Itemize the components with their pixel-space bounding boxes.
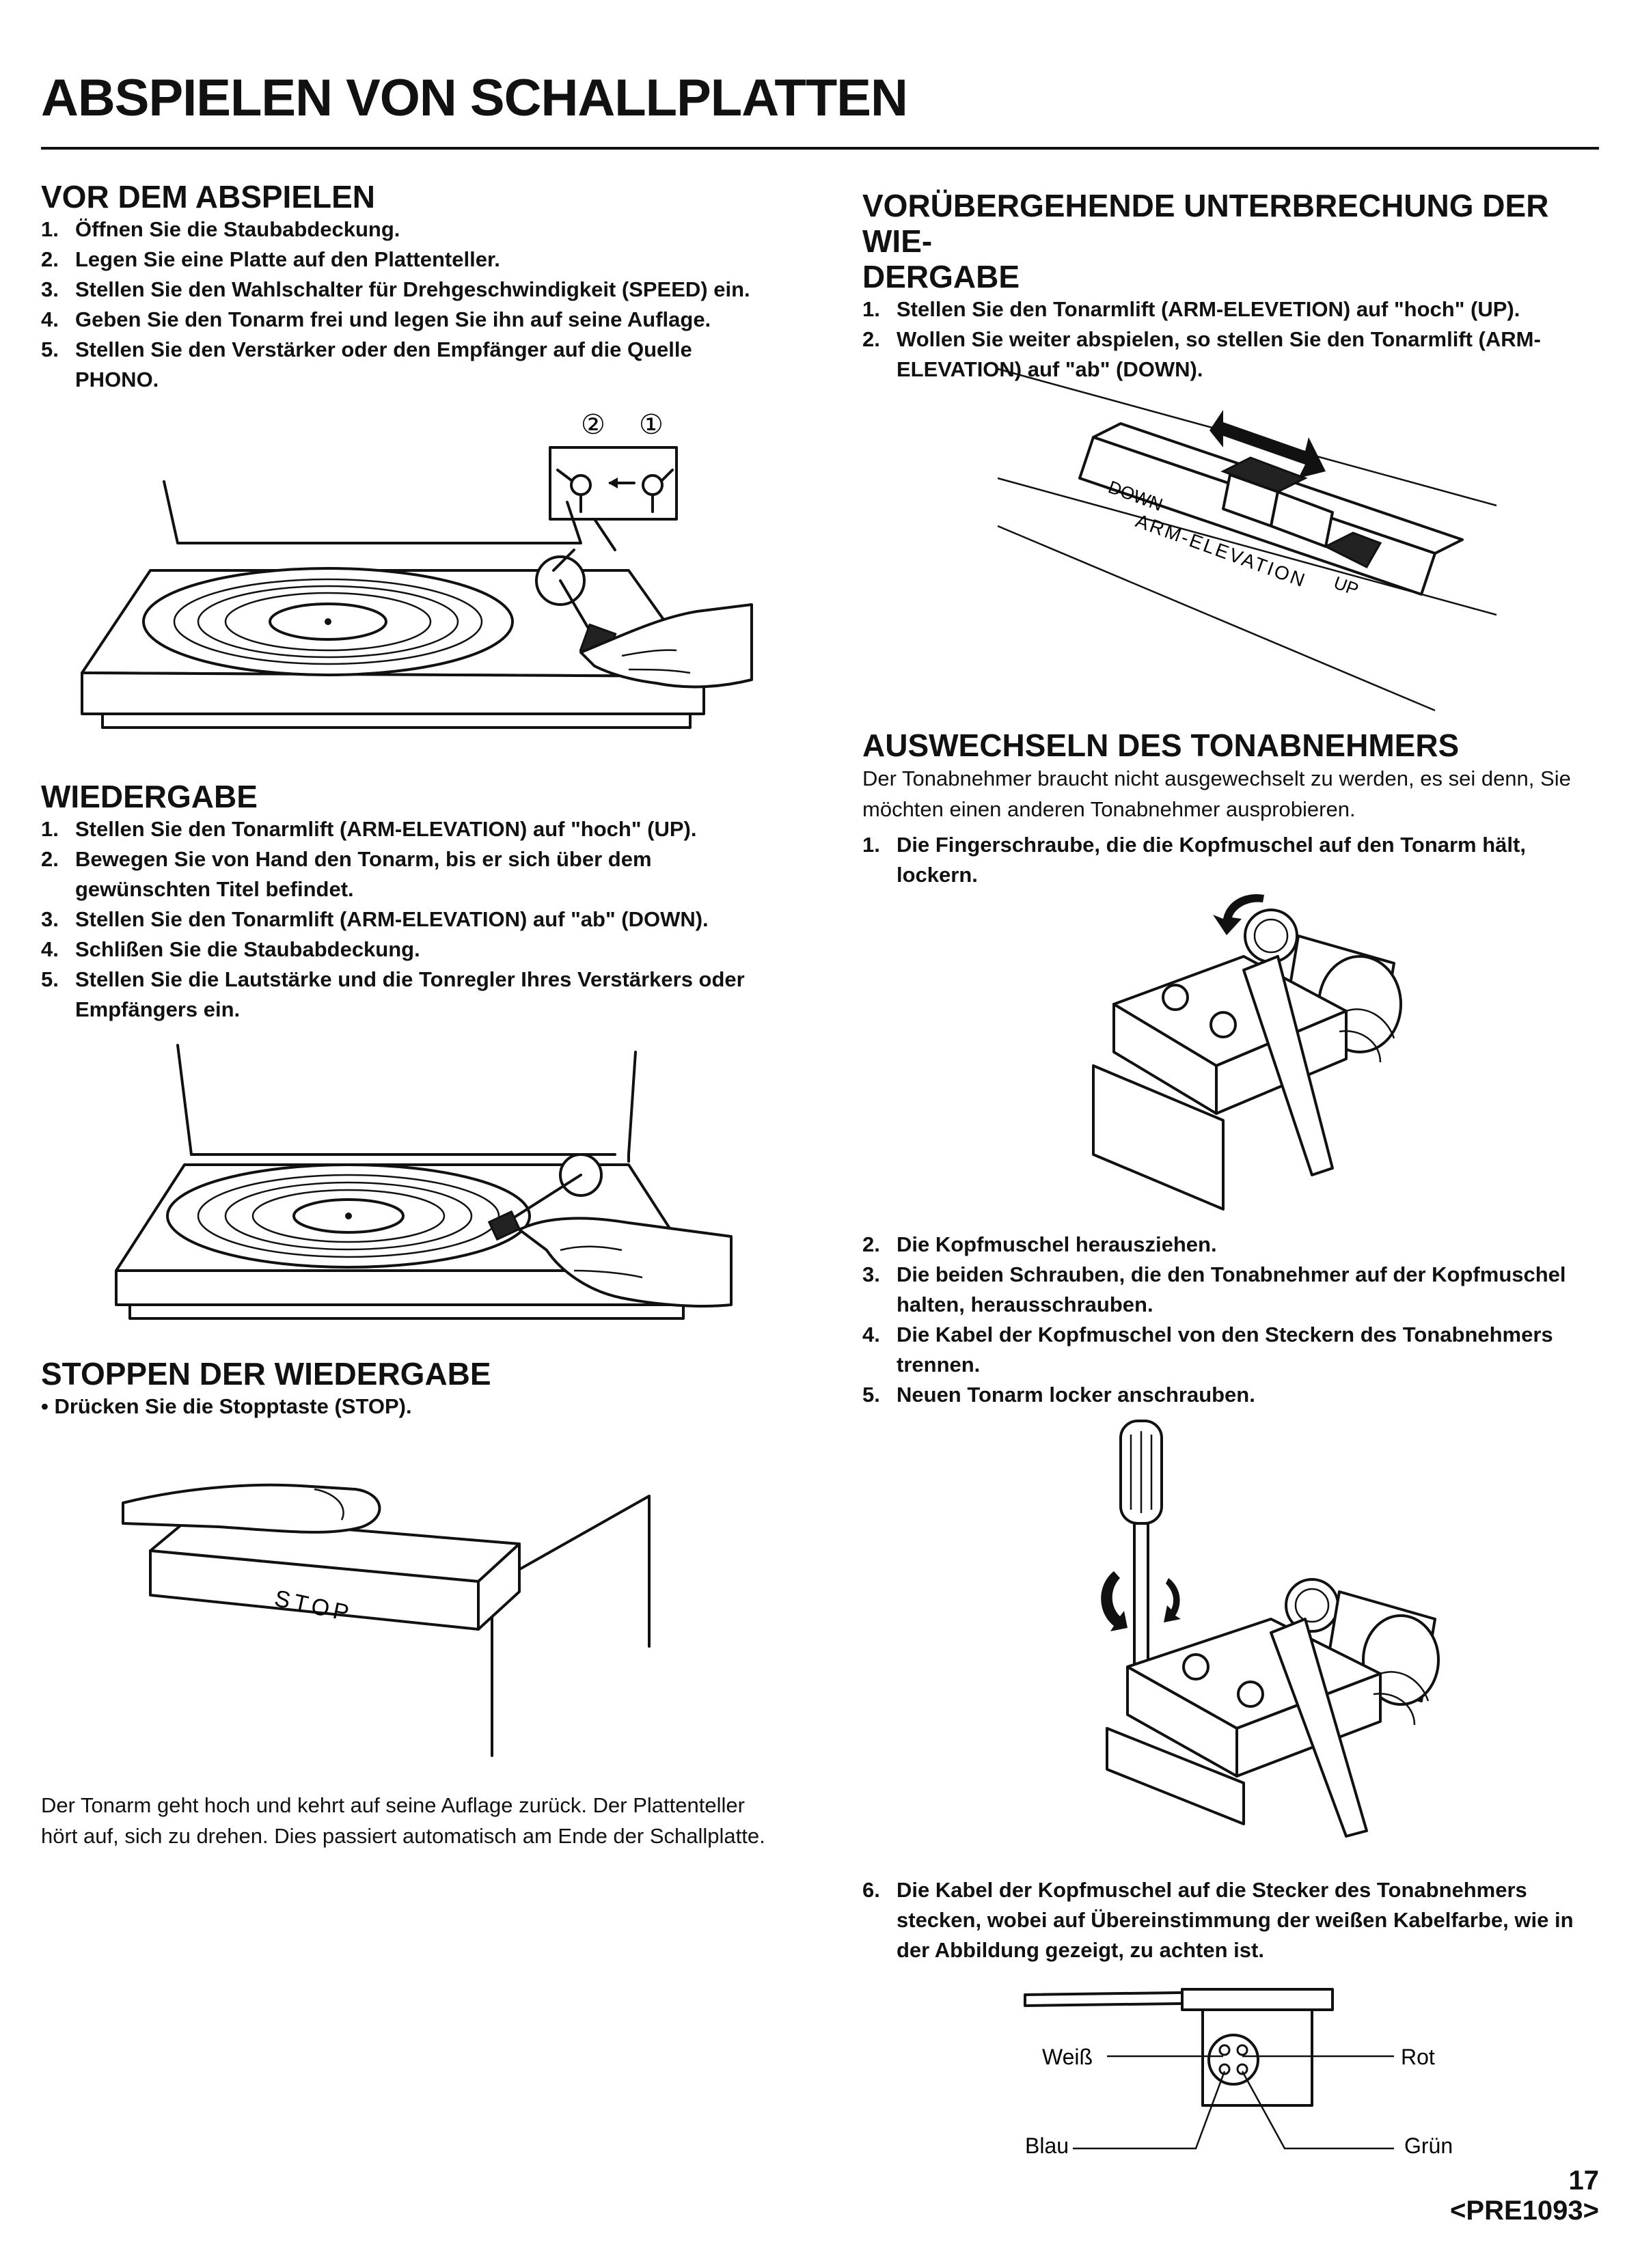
step-number: 4. — [41, 307, 59, 331]
section-stoppen: STOPPEN DER WIEDERGABE • Drücken Sie die… — [41, 1356, 765, 1422]
step-text: Stellen Sie den Wahlschalter für Drehges… — [75, 277, 750, 301]
stoppen-bullet: • Drücken Sie die Stopptaste (STOP). — [41, 1394, 412, 1418]
step-number: 3. — [41, 277, 59, 301]
steps-auswechseln-c: 6. Die Kabel der Kopfmuschel auf die Stec… — [862, 1875, 1599, 1965]
auswechseln-intro: Der Tonabnehmer braucht nicht ausgewechs… — [862, 766, 1571, 821]
step-text: Legen Sie eine Platte auf den Plattentel… — [75, 247, 500, 271]
list-item: 1. Stellen Sie den Tonarmlift (ARM-ELEVET… — [862, 294, 1599, 324]
list-item: 5. Stellen Sie die Lautstärke und die Ton… — [41, 965, 765, 1025]
list-item: 1. Stellen Sie den Tonarmlift (ARM-ELEVAT… — [41, 814, 765, 844]
step-text: Stellen Sie die Lautstärke und die Tonre… — [75, 967, 745, 1021]
wire-label-rot: Rot — [1401, 2045, 1435, 2069]
turntable-playback-figure — [115, 1044, 733, 1320]
stoppen-note: Der Tonarm geht hoch und kehrt auf seine… — [41, 1793, 765, 1848]
cartridge-wiring-diagram: Weiß Rot Blau Grün — [1024, 1988, 1453, 2158]
step-text: Öffnen Sie die Staubabdeckung. — [75, 217, 400, 241]
list-item: 3. Die beiden Schrauben, die den Tonabneh… — [862, 1260, 1599, 1320]
list-item: 3. Stellen Sie den Wahlschalter für Drehg… — [41, 275, 765, 305]
list-item: 2. Die Kopfmuschel herausziehen. — [862, 1230, 1599, 1260]
step-number: 3. — [862, 1262, 880, 1286]
step-number: 5. — [41, 967, 59, 991]
arm-elevation-figure: DOWN ARM-ELEVATION UP — [997, 368, 1497, 712]
list-item: 1. Die Fingerschraube, die die Kopfmusche… — [862, 830, 1599, 890]
step-number: 2. — [862, 327, 880, 351]
heading-auswechseln: AUSWECHSELN DES TONABNEHMERS — [862, 728, 1460, 763]
step-number: 2. — [862, 1232, 880, 1256]
steps-unterbrechung: 1. Stellen Sie den Tonarmlift (ARM-ELEVET… — [862, 294, 1599, 385]
section-unterbrechung: VORÜBERGEHENDE UNTERBRECHUNG DER WIE- DE… — [862, 188, 1599, 385]
step-number: 5. — [862, 1383, 880, 1407]
step-number: 1. — [862, 833, 880, 857]
section-vor-dem-abspielen: VOR DEM ABSPIELEN 1. Öffnen Sie die Staub… — [41, 179, 765, 395]
step-number: 1. — [41, 217, 59, 241]
step-text: Neuen Tonarm locker anschrauben. — [897, 1383, 1255, 1407]
steps-vor-dem-abspielen: 1. Öffnen Sie die Staubabdeckung. 2. Legen… — [41, 215, 765, 395]
heading-stoppen: STOPPEN DER WIEDERGABE — [41, 1356, 491, 1392]
step-1-marker: ① — [639, 410, 664, 440]
section-wiedergabe: WIEDERGABE 1. Stellen Sie den Tonarmlift … — [41, 779, 765, 1025]
list-item: 2. Wollen Sie weiter abspielen, so stelle… — [862, 324, 1599, 385]
list-item: 5. Neuen Tonarm locker anschrauben. — [862, 1380, 1599, 1410]
list-item: 6. Die Kabel der Kopfmuschel auf die Stec… — [862, 1875, 1599, 1965]
list-item: 1. Öffnen Sie die Staubabdeckung. — [41, 215, 765, 245]
list-item: 2. Bewegen Sie von Hand den Tonarm, bis e… — [41, 844, 765, 904]
step-text: Stellen Sie den Tonarmlift (ARM-ELEVATIO… — [75, 817, 697, 841]
section-auswechseln-c: 6. Die Kabel der Kopfmuschel auf die Stec… — [862, 1875, 1599, 1965]
step-number: 4. — [41, 937, 59, 961]
page-footer: 17 <PRE1093> — [1450, 2166, 1599, 2226]
step-text: Die Kabel der Kopfmuschel von den Stecke… — [897, 1323, 1553, 1377]
step-text: Wollen Sie weiter abspielen, so stellen … — [897, 327, 1541, 381]
step-text: Die Kopfmuschel herausziehen. — [897, 1232, 1217, 1256]
wire-label-blau: Blau — [1025, 2133, 1069, 2158]
heading-wiedergabe: WIEDERGABE — [41, 779, 258, 814]
step-text: Stellen Sie den Verstärker oder den Empf… — [75, 337, 692, 391]
steps-wiedergabe: 1. Stellen Sie den Tonarmlift (ARM-ELEVAT… — [41, 814, 765, 1025]
step-text: Geben Sie den Tonarm frei und legen Sie … — [75, 307, 711, 331]
title-divider — [41, 147, 1599, 150]
step-number: 5. — [41, 337, 59, 361]
step-text: Die Fingerschraube, die die Kopfmuschel … — [897, 833, 1526, 887]
step-number: 2. — [41, 247, 59, 271]
step-text: Stellen Sie den Tonarmlift (ARM-ELEVETIO… — [897, 297, 1520, 321]
step-2-marker: ② — [581, 410, 605, 440]
list-item: 2. Legen Sie eine Platte auf den Plattent… — [41, 245, 765, 275]
step-text: Die beiden Schrauben, die den Tonabnehme… — [897, 1262, 1566, 1316]
wire-label-weiss: Weiß — [1042, 2045, 1093, 2069]
step-text: Bewegen Sie von Hand den Tonarm, bis er … — [75, 847, 652, 901]
list-item: 4. Geben Sie den Tonarm frei und legen Si… — [41, 305, 765, 335]
page-number: 17 — [1568, 2166, 1600, 2196]
step-number: 6. — [862, 1878, 880, 1902]
step-number: 2. — [41, 847, 59, 871]
step-number: 1. — [41, 817, 59, 841]
section-auswechseln: AUSWECHSELN DES TONABNEHMERS Der Tonabne… — [862, 728, 1599, 890]
stop-button-figure: STOP — [122, 1483, 651, 1757]
document-code: <PRE1093> — [1450, 2196, 1599, 2226]
headshell-screw-figure — [1092, 894, 1402, 1211]
step-text: Stellen Sie den Tonarmlift (ARM-ELEVATIO… — [75, 907, 709, 931]
step-text: Die Kabel der Kopfmuschel auf die Stecke… — [897, 1878, 1574, 1962]
screwdriver-headshell-figure — [1101, 1420, 1440, 1838]
step-number: 4. — [862, 1323, 880, 1346]
steps-auswechseln-a: 1. Die Fingerschraube, die die Kopfmusche… — [862, 830, 1599, 890]
wire-label-gruen: Grün — [1404, 2133, 1453, 2158]
turntable-arm-release-figure: ② ① — [81, 410, 753, 729]
steps-auswechseln-b: 2. Die Kopfmuschel herausziehen. 3. Die be… — [862, 1230, 1599, 1410]
list-item: 5. Stellen Sie den Verstärker oder den Em… — [41, 335, 765, 395]
list-item: 4. Schlißen Sie die Staubabdeckung. — [41, 935, 765, 965]
heading-unterbrechung-1: VORÜBERGEHENDE UNTERBRECHUNG DER WIE- — [862, 188, 1549, 259]
heading-vor-dem-abspielen: VOR DEM ABSPIELEN — [41, 179, 376, 215]
section-auswechseln-b: 2. Die Kopfmuschel herausziehen. 3. Die be… — [862, 1230, 1599, 1410]
list-item: 3. Stellen Sie den Tonarmlift (ARM-ELEVAT… — [41, 904, 765, 935]
heading-unterbrechung-2: DERGABE — [862, 259, 1020, 294]
step-number: 1. — [862, 297, 880, 321]
step-number: 3. — [41, 907, 59, 931]
list-item: 4. Die Kabel der Kopfmuschel von den Stec… — [862, 1320, 1599, 1380]
page-title: ABSPIELEN VON SCHALLPLATTEN — [41, 69, 908, 127]
step-text: Schlißen Sie die Staubabdeckung. — [75, 937, 420, 961]
